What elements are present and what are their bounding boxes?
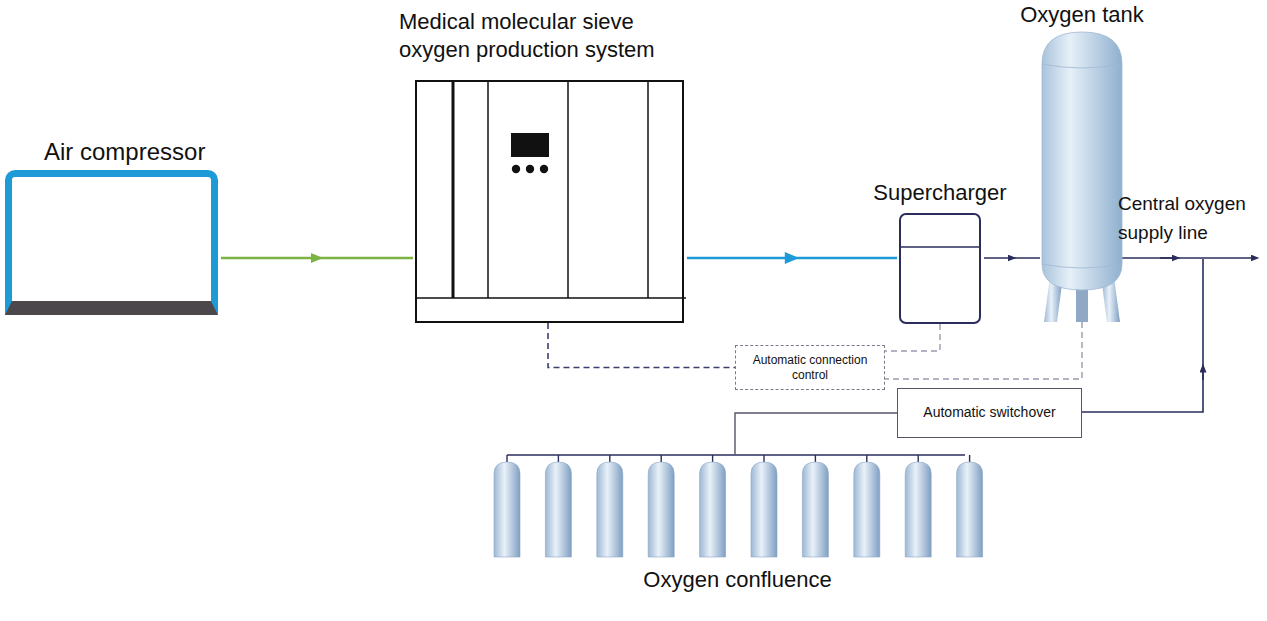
manifold-stub	[661, 455, 662, 462]
manifold-line	[507, 454, 965, 455]
oxygen-cylinder	[700, 462, 726, 557]
cabinet-panels	[417, 82, 682, 321]
oxygen-cylinder	[905, 462, 931, 557]
oxygen-cylinder	[957, 462, 983, 557]
manifold-stub	[918, 455, 919, 462]
tank-vessel	[1042, 32, 1122, 322]
oxygen-cylinder	[802, 462, 828, 557]
manifold-stub	[609, 455, 610, 462]
node-title: Supercharger	[873, 179, 1006, 207]
oxygen-generator-cabinet: Medical molecular sieve oxygen productio…	[415, 80, 684, 323]
cylinder-group: Oxygen confluence	[490, 455, 985, 595]
connector	[984, 257, 1040, 259]
manifold-stub	[815, 455, 816, 462]
supply-arrow	[1160, 257, 1176, 259]
node-title: Medical molecular sieve oxygen productio…	[399, 8, 699, 63]
oxygen-cylinder	[545, 462, 571, 557]
node-title: Oxygen tank	[1020, 1, 1144, 29]
oxygen-cylinder	[751, 462, 777, 557]
manifold-stub	[763, 455, 764, 462]
oxygen-cylinder	[854, 462, 880, 557]
control-box: Automatic connection control	[735, 345, 885, 390]
switchover-arrow	[1202, 368, 1204, 380]
connector	[221, 257, 413, 260]
supply-line	[1122, 257, 1255, 259]
oxygen-tank: Oxygen tank	[1042, 32, 1122, 322]
manifold-stub	[558, 455, 559, 462]
line-label: Central oxygen supply line	[1118, 190, 1264, 247]
manifold-stub	[712, 455, 713, 462]
node-title: Air compressor	[44, 137, 205, 167]
oxygen-cylinders	[494, 455, 983, 557]
compressor-box: Air compressor	[5, 170, 218, 315]
oxygen-cylinder	[597, 462, 623, 557]
connector	[885, 322, 1082, 379]
node-title: Oxygen confluence	[643, 566, 831, 594]
box-label: Automatic connection control	[742, 353, 878, 383]
supercharger-box: Supercharger	[899, 213, 981, 324]
manifold-stub	[969, 455, 970, 462]
box-label: Automatic switchover	[904, 404, 1075, 422]
manifold-stub	[866, 455, 867, 462]
booster-panel	[901, 215, 979, 322]
connector	[548, 323, 735, 368]
switchover-box: Automatic switchover	[897, 388, 1082, 438]
oxygen-cylinder	[648, 462, 674, 557]
oxygen-cylinder	[494, 462, 520, 557]
manifold-stub	[506, 455, 507, 462]
connector	[687, 257, 897, 260]
connector	[885, 324, 940, 351]
connector	[735, 413, 897, 455]
